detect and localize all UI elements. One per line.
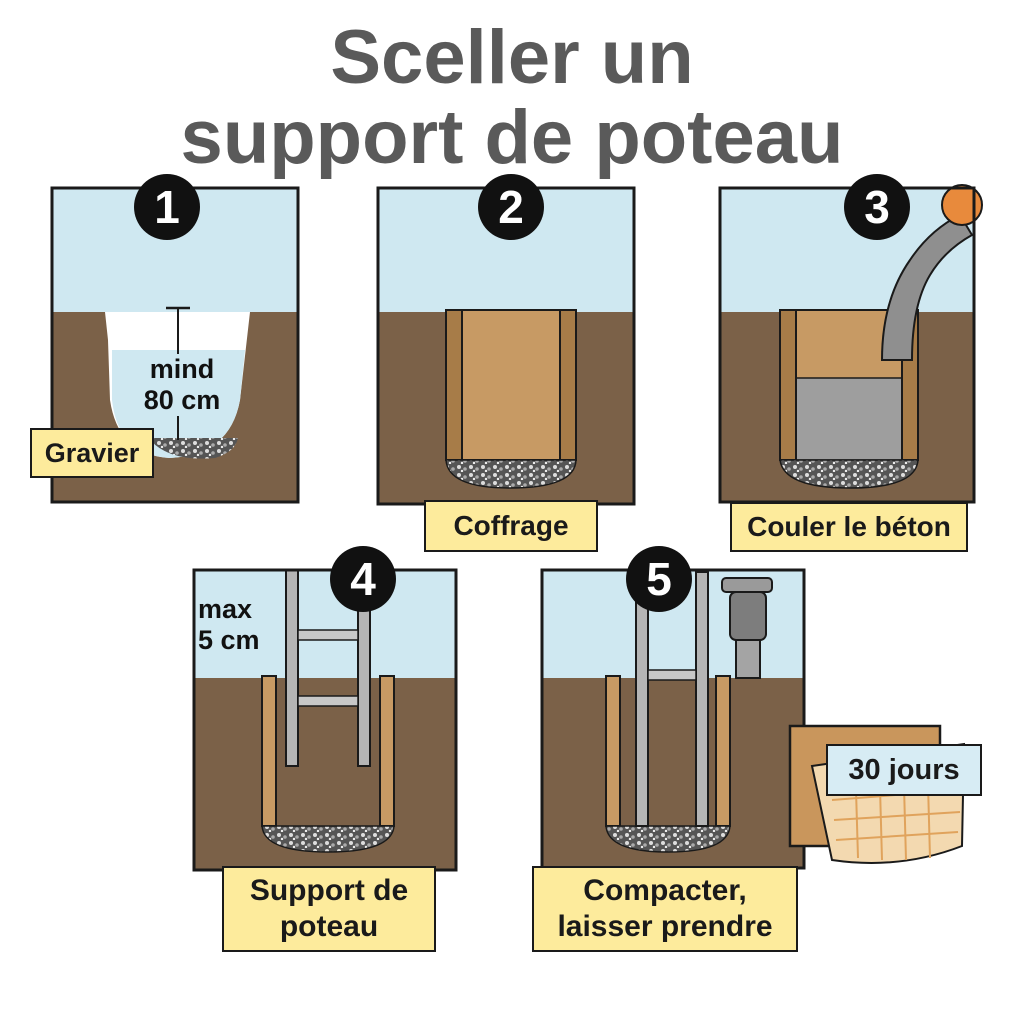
step-4-label-line-1: Support de — [249, 874, 409, 907]
page-title-line-2: support de poteau — [180, 95, 844, 180]
calendar-label: 30 jours — [826, 744, 982, 796]
step-5-badge: 5 — [626, 546, 692, 612]
step-5-label-line-1: Compacter, — [583, 874, 747, 907]
step-4-label: Support de poteau — [222, 866, 436, 952]
post-support-icon — [285, 569, 371, 767]
step-4-label-line-2: poteau — [279, 910, 379, 943]
depth-text-line-1: mind — [149, 354, 215, 384]
gravel-icon — [150, 438, 238, 459]
height-text-line-1: max — [198, 594, 253, 624]
step-5-label-line-2: laisser prendre — [557, 910, 773, 943]
step-1-label: Gravier — [30, 428, 154, 478]
step-2-label: Coffrage — [424, 500, 598, 552]
step-2-badge: 2 — [478, 174, 544, 240]
tamper-icon — [721, 577, 773, 679]
height-text-line-2: 5 cm — [198, 625, 260, 656]
step-3-badge: 3 — [844, 174, 910, 240]
depth-text-line-2: 80 cm — [143, 385, 221, 416]
depth-annotation: mind 80 cm — [134, 354, 230, 417]
step-1-badge: 1 — [134, 174, 200, 240]
panel-step-4 — [192, 568, 458, 872]
step-4-badge: 4 — [330, 546, 396, 612]
height-annotation: max 5 cm — [198, 594, 278, 656]
step-5-label: Compacter, laisser prendre — [532, 866, 798, 952]
panel-step-3 — [718, 184, 983, 504]
page-title-line-1: Sceller un — [330, 15, 694, 100]
step-3-label: Couler le béton — [730, 502, 968, 552]
panel-step-5 — [540, 568, 806, 870]
